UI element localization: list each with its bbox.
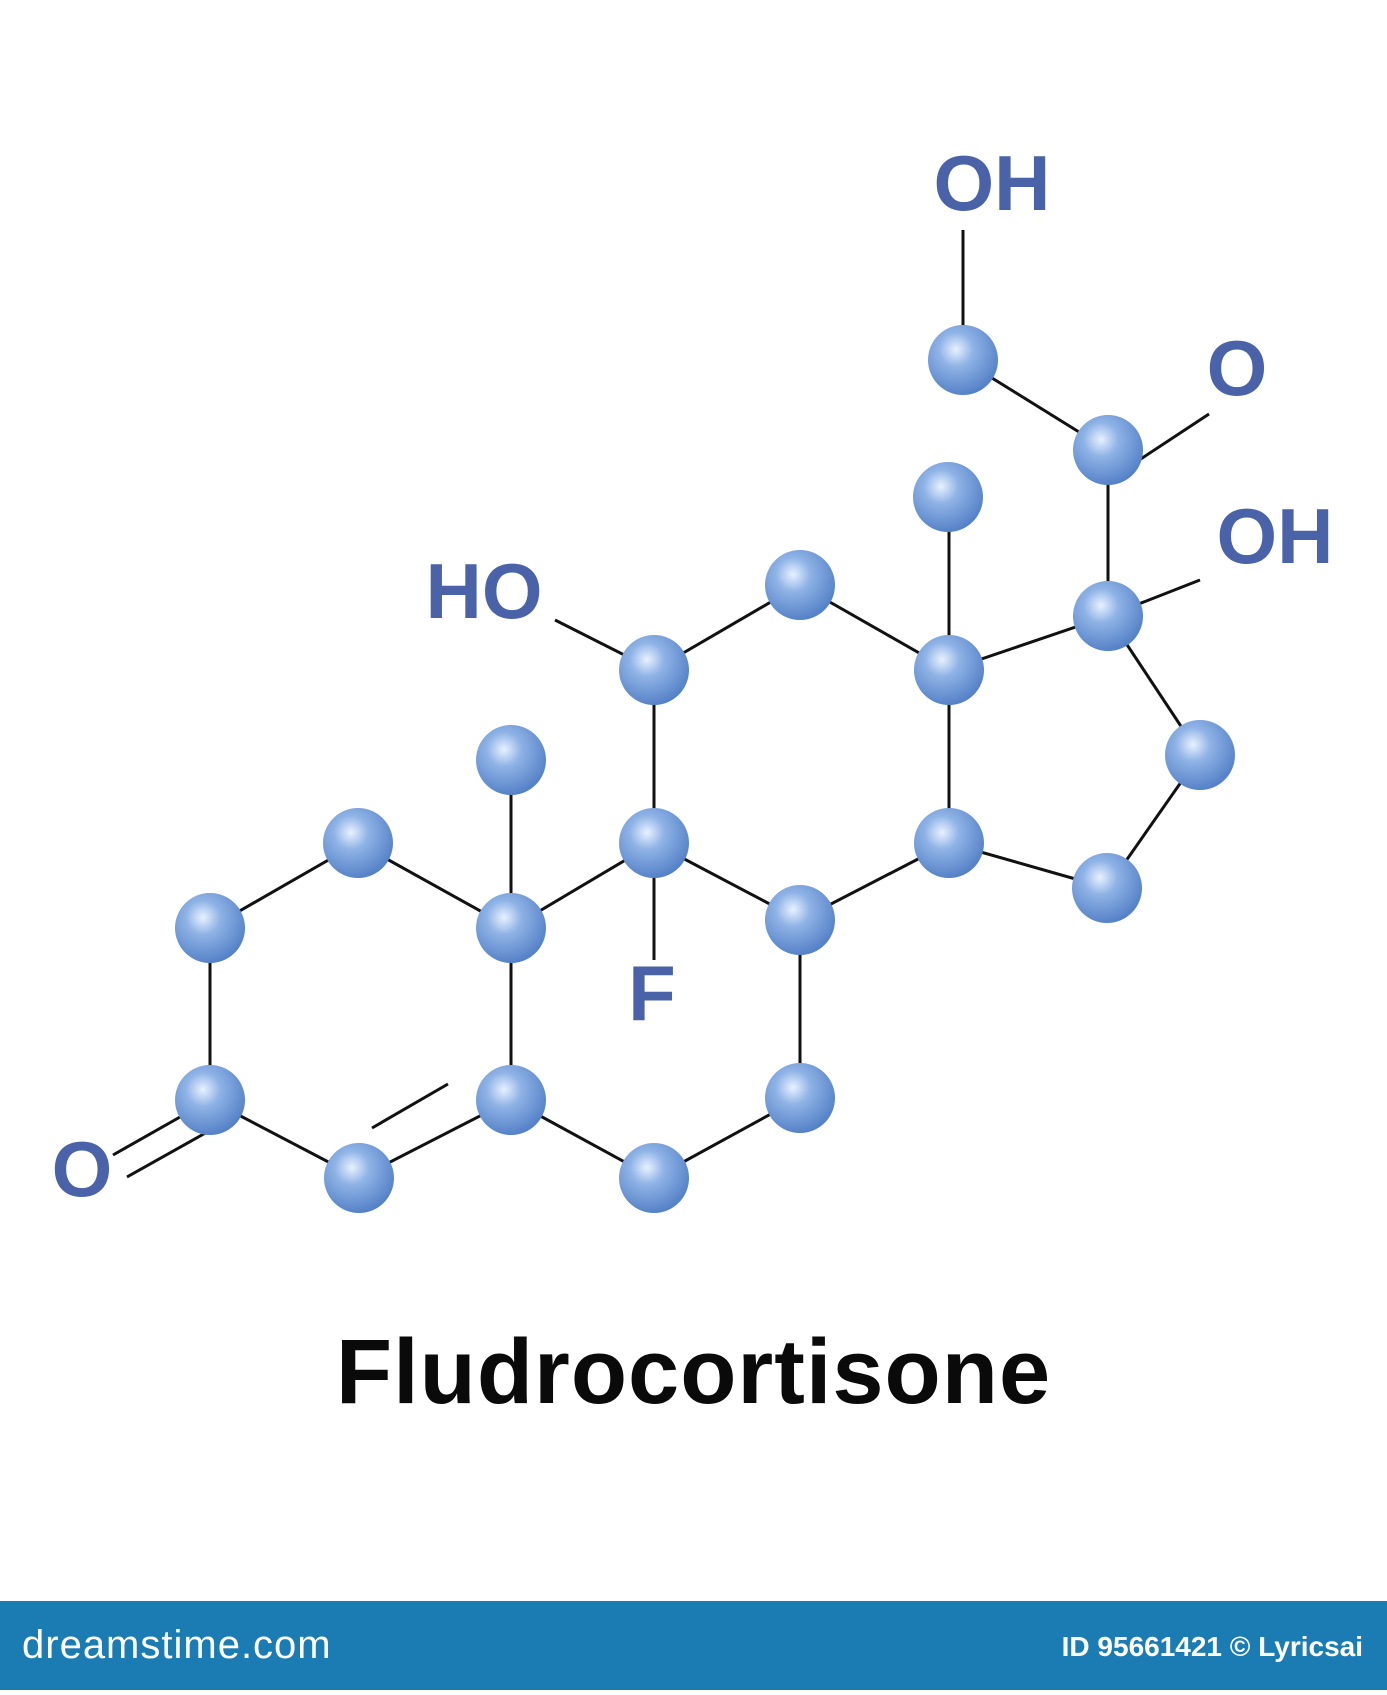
carbon-atom-4 (765, 550, 835, 620)
carbon-atom-18 (765, 1063, 835, 1133)
oh-right-label: OH (1217, 492, 1334, 580)
carbon-atom-8 (476, 725, 546, 795)
carbon-atom-17 (476, 1065, 546, 1135)
labels-group: OH O OH HO F O (52, 139, 1334, 1213)
carbon-atom-20 (619, 1143, 689, 1213)
carbon-atom-0 (928, 325, 998, 395)
carbon-atom-16 (175, 1065, 245, 1135)
carbon-atom-9 (323, 808, 393, 878)
carbon-atom-2 (913, 462, 983, 532)
compound-name: Fludrocortisone (335, 1321, 1052, 1423)
double-bond-line-2 (371, 1082, 449, 1130)
footer-credit: ID 95661421 © Lyricsai (1061, 1631, 1363, 1662)
carbon-atom-13 (175, 893, 245, 963)
carbon-atom-10 (619, 808, 689, 878)
carbon-atom-11 (914, 808, 984, 878)
carbon-atom-5 (619, 635, 689, 705)
atoms-group (175, 325, 1235, 1213)
oh-top-label: OH (934, 139, 1051, 227)
carbon-atom-6 (914, 635, 984, 705)
carbon-atom-19 (324, 1143, 394, 1213)
watermark-footer: dreamstime.com ID 95661421 © Lyricsai (0, 1601, 1387, 1690)
carbon-atom-1 (1073, 415, 1143, 485)
carbon-atom-14 (476, 893, 546, 963)
o-ring-label: O (52, 1125, 113, 1213)
carbon-atom-15 (765, 885, 835, 955)
carbon-atom-3 (1073, 581, 1143, 651)
footer-brand: dreamstime.com (22, 1623, 332, 1667)
f-label: F (628, 949, 676, 1037)
carbon-atom-7 (1165, 720, 1235, 790)
ho-left-label: HO (426, 547, 543, 635)
carbon-atom-12 (1072, 853, 1142, 923)
o-ketone-side-label: O (1207, 324, 1268, 412)
